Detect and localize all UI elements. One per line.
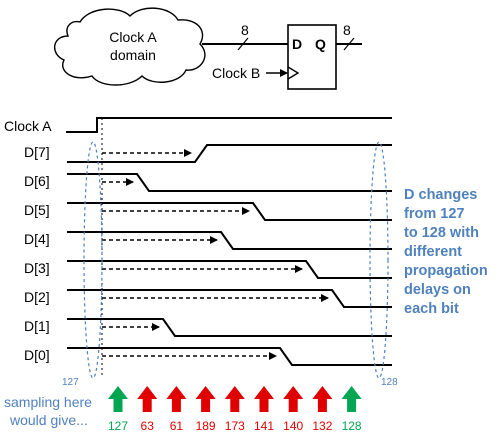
signal-label: D[1] bbox=[24, 318, 50, 334]
clock-input-triangle bbox=[287, 66, 300, 80]
note-line: to 128 with bbox=[404, 225, 479, 241]
sample-value: 132 bbox=[312, 419, 332, 433]
sample-arrows: 127 63 61 189 173 141 140 132 128 bbox=[108, 386, 362, 433]
input-bus-width: 8 bbox=[241, 22, 249, 38]
signal-waveform bbox=[67, 318, 392, 337]
note-line: different bbox=[404, 244, 462, 260]
note-line: from 127 bbox=[404, 206, 464, 222]
signal-label: D[2] bbox=[24, 289, 50, 305]
note-line: each bit bbox=[404, 301, 459, 317]
signal-waveform bbox=[67, 260, 392, 279]
start-sample-ellipse bbox=[83, 141, 103, 379]
signal-label: D[5] bbox=[24, 202, 50, 218]
sample-value: 173 bbox=[225, 419, 245, 433]
end-sample-ellipse bbox=[369, 141, 389, 379]
signal-label: D[4] bbox=[24, 231, 50, 247]
signal-waveform bbox=[67, 347, 392, 366]
clock-domain-label-line1: Clock A bbox=[109, 29, 157, 45]
sample-value: 141 bbox=[254, 419, 274, 433]
clock-b-label: Clock B bbox=[212, 65, 260, 81]
explanation-note: D changes from 127 to 128 with different pro… bbox=[404, 187, 488, 317]
flip-flop-d-pin: D bbox=[292, 36, 302, 52]
sample-arrow-icon bbox=[283, 386, 304, 412]
flip-flop-q-pin: Q bbox=[315, 36, 326, 52]
signal-waveform bbox=[67, 231, 392, 250]
end-value-label: 128 bbox=[381, 377, 398, 388]
signal-waveform bbox=[67, 173, 392, 192]
clock-domain-cloud bbox=[54, 7, 206, 86]
sample-value: 63 bbox=[141, 419, 155, 433]
sample-arrow-icon bbox=[137, 386, 158, 412]
sample-arrow-icon bbox=[195, 386, 216, 412]
signal-label: D[7] bbox=[24, 144, 50, 160]
signal-rows: D[7] D[6] D[5] D[4] D[3] D[2] D[1] D[0] bbox=[24, 144, 392, 366]
signal-waveform bbox=[67, 202, 392, 221]
sampling-text-line2: would give... bbox=[9, 412, 88, 428]
flip-flop bbox=[287, 24, 337, 90]
start-value-label: 127 bbox=[62, 377, 79, 388]
signal-waveform bbox=[67, 289, 392, 308]
output-bus-slash bbox=[343, 37, 355, 51]
output-bus-width: 8 bbox=[343, 22, 351, 38]
signal-label: D[0] bbox=[24, 347, 50, 363]
sample-arrow-icon bbox=[108, 386, 128, 412]
input-bus-slash bbox=[237, 37, 249, 51]
note-line: delays on bbox=[404, 282, 471, 298]
sample-value: 127 bbox=[108, 419, 128, 433]
clock-domain-label-line2: domain bbox=[110, 47, 156, 63]
sampling-text-line1: sampling here bbox=[4, 394, 92, 410]
sample-value: 61 bbox=[170, 419, 184, 433]
clock-a-label: Clock A bbox=[4, 118, 52, 134]
signal-label: D[6] bbox=[24, 173, 50, 189]
sample-value: 140 bbox=[283, 419, 303, 433]
clock-a-waveform bbox=[66, 117, 392, 133]
note-line: propagation bbox=[404, 263, 488, 279]
signal-waveform bbox=[67, 144, 392, 163]
sample-arrow-icon bbox=[166, 386, 187, 412]
sample-arrow-icon bbox=[254, 386, 274, 412]
note-line: D changes bbox=[404, 187, 477, 203]
sample-arrow-icon bbox=[312, 386, 333, 412]
sample-value: 189 bbox=[196, 419, 216, 433]
sample-value: 128 bbox=[342, 419, 362, 433]
signal-label: D[3] bbox=[24, 260, 50, 276]
sample-arrow-icon bbox=[341, 386, 362, 412]
sample-arrow-icon bbox=[224, 386, 245, 412]
